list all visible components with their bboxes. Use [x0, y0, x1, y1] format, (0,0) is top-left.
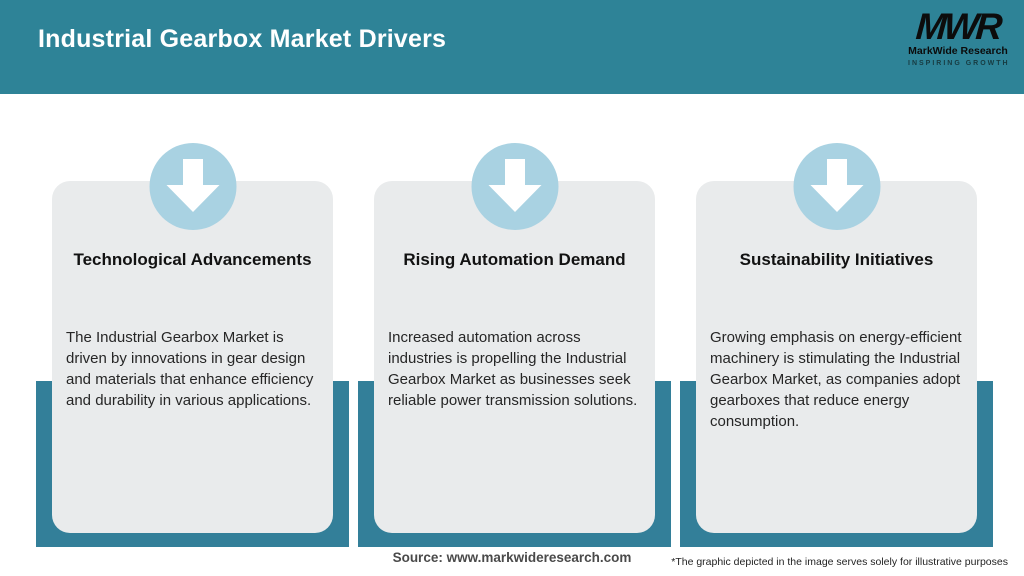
down-arrow-icon: [471, 143, 558, 230]
driver-card-technological-advancements: Technological Advancements The Industria…: [36, 143, 349, 547]
down-arrow-icon: [793, 143, 880, 230]
card-title: Rising Automation Demand: [403, 250, 626, 269]
card-title: Sustainability Initiatives: [739, 250, 934, 269]
down-arrow-icon: [149, 143, 236, 230]
card-body: Technological Advancements The Industria…: [52, 181, 333, 533]
disclaimer-text: *The graphic depicted in the image serve…: [671, 556, 1008, 568]
driver-card-rising-automation-demand: Rising Automation Demand Increased autom…: [358, 143, 671, 547]
logo-acronym: MWR: [914, 6, 1002, 47]
source-text: Source: www.markwideresearch.com: [392, 550, 632, 565]
driver-card-sustainability-initiatives: Sustainability Initiatives Growing empha…: [680, 143, 993, 547]
logo-tagline: INSPIRING GROWTH: [908, 59, 1010, 67]
card-description: Growing emphasis on energy-efficient mac…: [710, 329, 962, 430]
logo-name: MarkWide Research: [908, 45, 1008, 57]
card-title: Technological Advancements: [73, 250, 312, 269]
card-body: Rising Automation Demand Increased autom…: [374, 181, 655, 533]
header-bar: Industrial Gearbox Market Drivers MWR Ma…: [0, 0, 1024, 94]
card-description: The Industrial Gearbox Market is driven …: [66, 329, 314, 409]
card-description: Increased automation across industries i…: [388, 329, 638, 409]
page-title: Industrial Gearbox Market Drivers: [38, 25, 447, 53]
card-body: Sustainability Initiatives Growing empha…: [696, 181, 977, 533]
markwide-research-logo: MWR MarkWide Research INSPIRING GROWTH: [908, 6, 1010, 67]
